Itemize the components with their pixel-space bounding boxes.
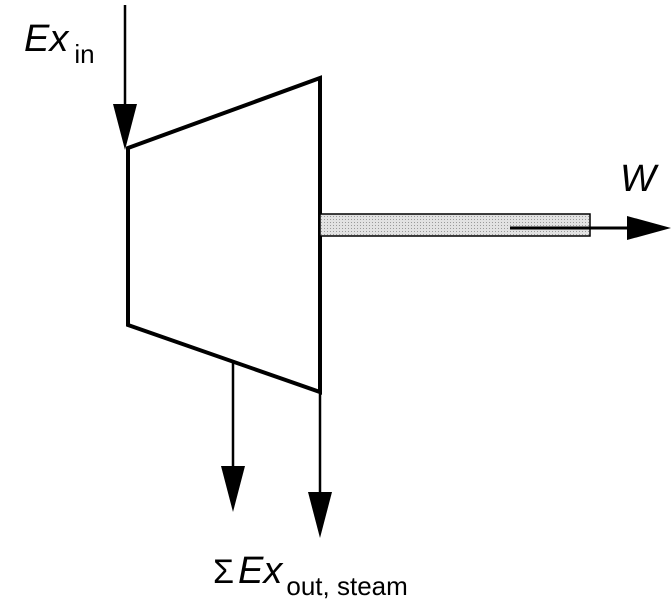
exergy-out-symbol: Ex xyxy=(238,550,283,592)
work-arrow xyxy=(510,216,671,240)
output-shaft xyxy=(319,213,591,237)
sum-symbol: Σ xyxy=(213,553,235,591)
exergy-in-subscript: in xyxy=(74,39,95,69)
exergy-out-subscript: out, steam xyxy=(286,571,408,601)
turbine-body xyxy=(126,75,322,395)
inlet-arrow xyxy=(113,5,137,150)
work-label: W xyxy=(620,158,656,200)
exergy-in-symbol: Ex xyxy=(24,18,69,60)
outlet-arrow xyxy=(308,392,332,538)
extraction-arrow xyxy=(221,360,245,512)
